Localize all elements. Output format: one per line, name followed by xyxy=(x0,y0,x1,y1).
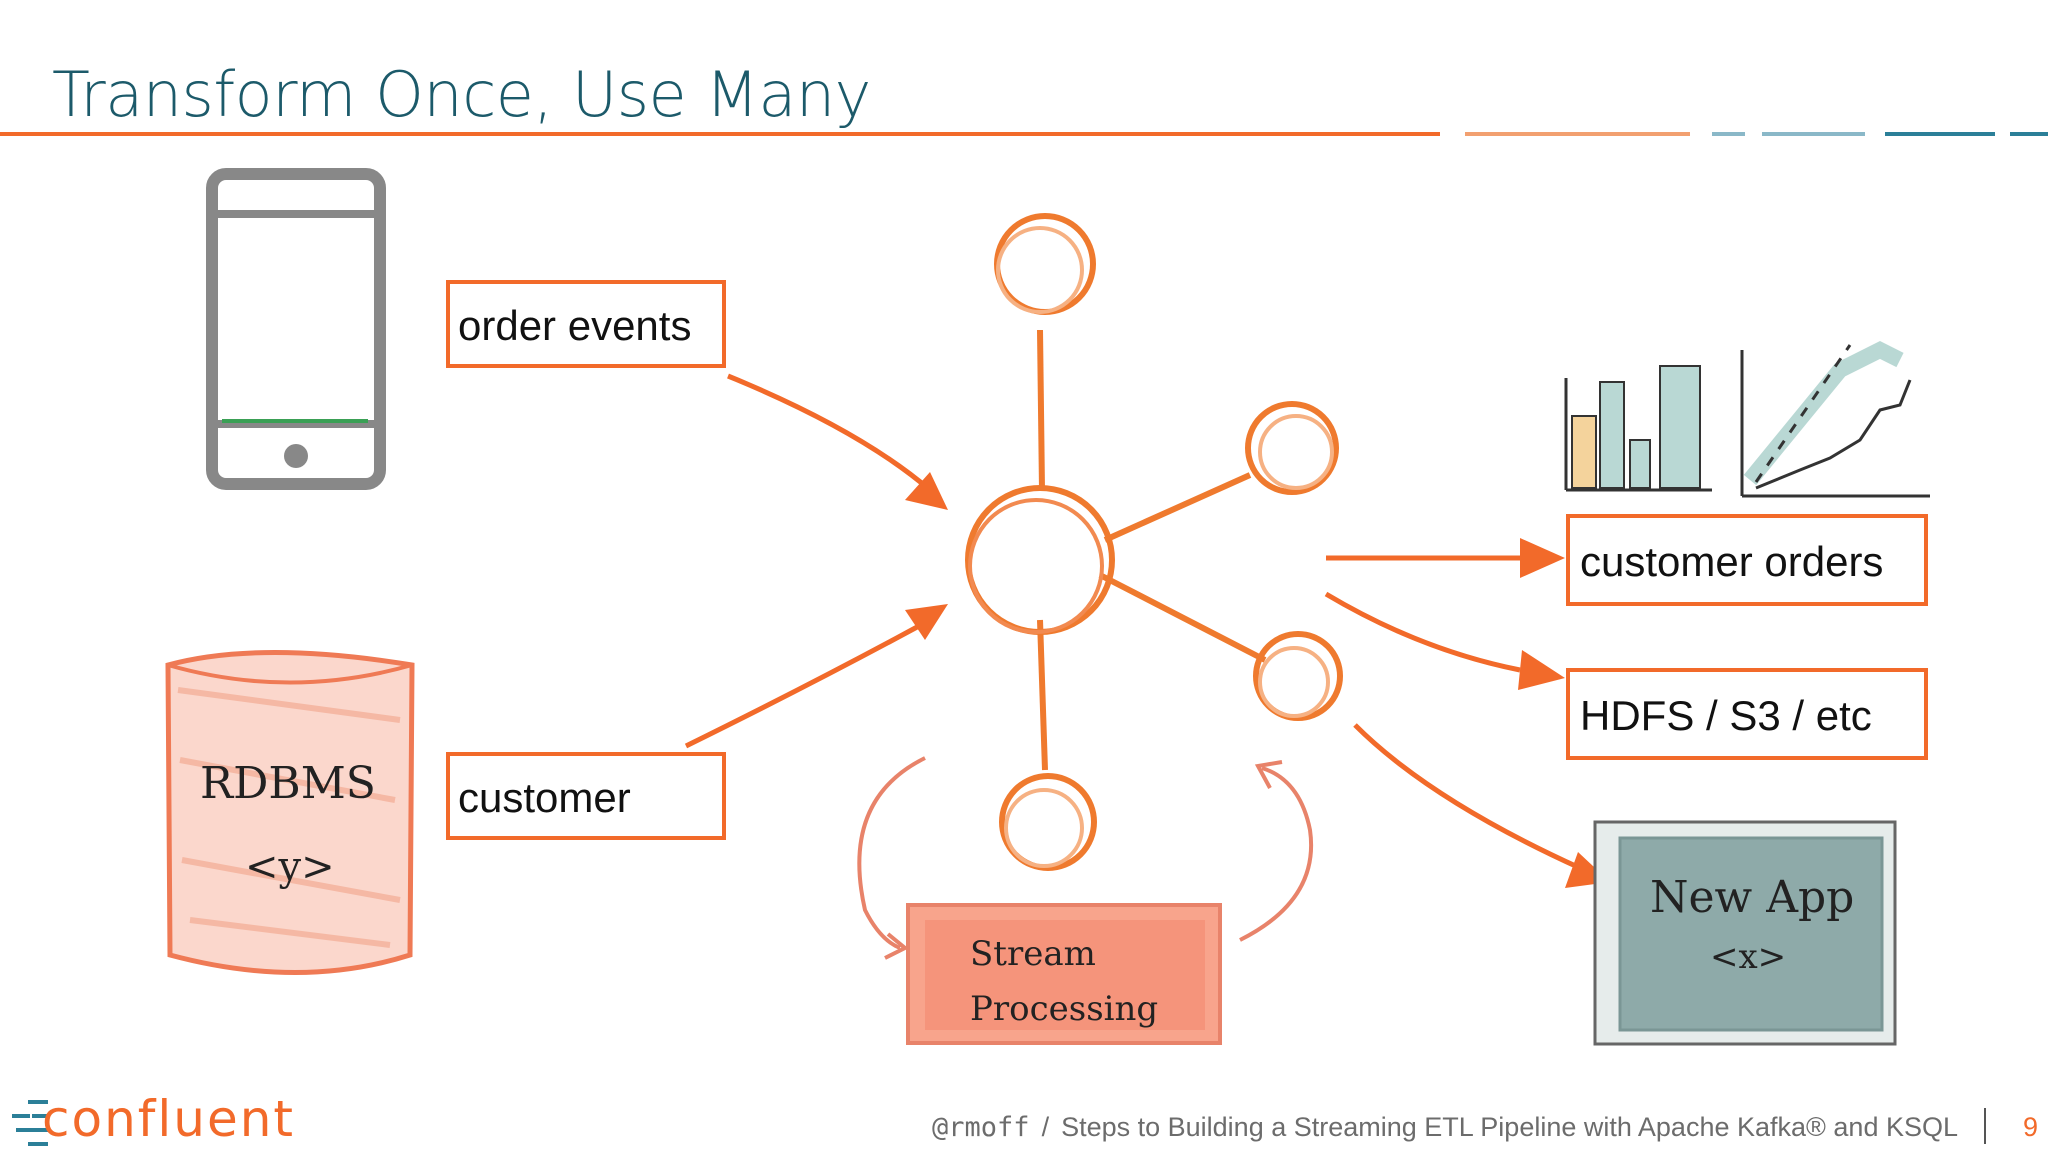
kafka-hub-sketch xyxy=(965,213,1343,871)
order-events-label: order events xyxy=(458,302,692,349)
customer-orders-label: customer orders xyxy=(1580,538,1884,585)
confluent-logo-text: confluent xyxy=(42,1090,296,1148)
rdbms-label: RDBMS xyxy=(200,758,376,809)
rdbms-database-sketch: RDBMS <y> xyxy=(165,650,415,975)
stream-processing-sketch: Stream Processing xyxy=(906,903,1222,1045)
footer-handle: @rmoff xyxy=(932,1112,1030,1143)
page-number: 9 xyxy=(2022,1112,2038,1142)
new-app-sketch: New App <x> xyxy=(1593,820,1897,1046)
line-chart-sketch-icon xyxy=(1740,341,1930,498)
footer-talk-title: Steps to Building a Streaming ETL Pipeli… xyxy=(1061,1112,1958,1142)
hdfs-label: HDFS / S3 / etc xyxy=(1580,692,1872,739)
footer-separator: / xyxy=(1041,1112,1050,1142)
footer-divider xyxy=(1984,1108,1986,1144)
bar-chart-sketch-icon xyxy=(1564,365,1712,492)
customer-label: customer xyxy=(458,774,631,821)
new-app-sublabel: <x> xyxy=(1710,937,1786,977)
arrows xyxy=(684,373,1582,871)
slide-title: Transform Once, Use Many xyxy=(52,58,871,131)
footer-text: @rmoff / Steps to Building a Streaming ETL… xyxy=(932,1112,1958,1143)
processing-label: Processing xyxy=(970,989,1158,1029)
customer-orders-box xyxy=(1566,514,1928,606)
mobile-phone-icon xyxy=(206,168,386,490)
rdbms-sublabel: <y> xyxy=(245,844,335,890)
order-events-box xyxy=(446,280,726,368)
customer-box xyxy=(446,752,726,840)
confluent-logo-icon xyxy=(12,1100,48,1146)
new-app-label: New App xyxy=(1650,872,1854,923)
stream-loop-arrows xyxy=(857,756,1314,960)
stream-label: Stream xyxy=(970,934,1096,974)
hdfs-box xyxy=(1566,668,1928,760)
